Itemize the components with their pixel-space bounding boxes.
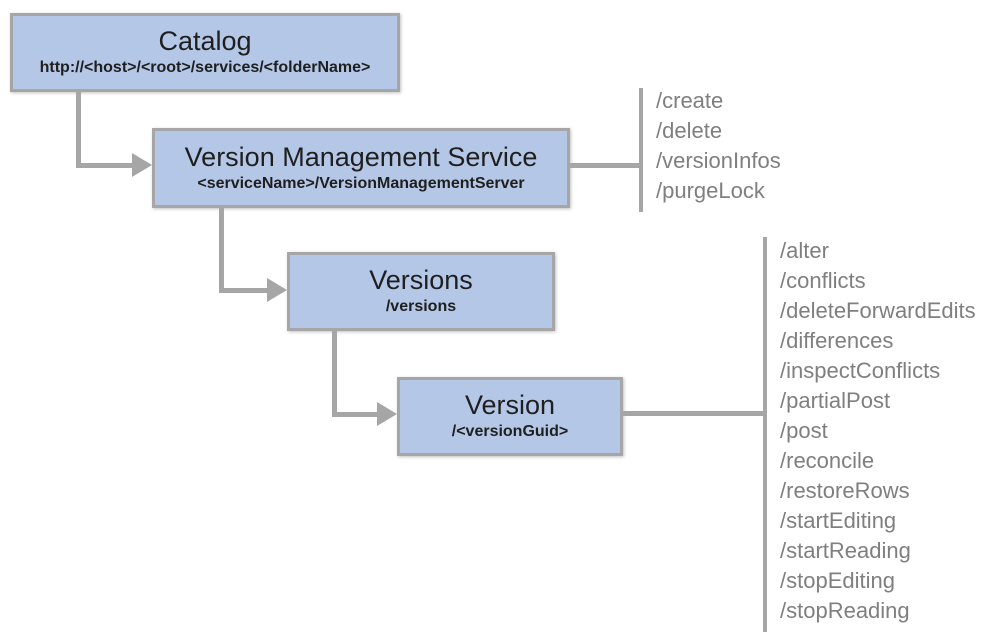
connector-vms-to-endpoints [568, 163, 641, 168]
arrowhead-right-icon [267, 278, 287, 302]
node-versions: Versions /versions [287, 252, 555, 331]
node-vms-title: Version Management Service [184, 141, 538, 172]
endpoint-item: /stopReading [780, 598, 910, 623]
node-vms-subtitle: <serviceName>/VersionManagementServer [197, 174, 525, 192]
node-versions-subtitle: /versions [385, 298, 457, 316]
connector-catalog-to-vms-horizontal [76, 163, 134, 168]
arrowhead-right-icon [377, 402, 397, 426]
node-versions-title: Versions [369, 265, 473, 296]
endpoint-item: /alter [780, 238, 829, 263]
endpoint-item: /conflicts [780, 268, 866, 293]
endpoint-list-version: /alter/conflicts/deleteForwardEdits/diff… [780, 236, 976, 626]
endpoint-item: /delete [656, 118, 723, 143]
node-version-management-service: Version Management Service <serviceName>… [152, 128, 570, 208]
endpoint-item: /reconcile [780, 448, 875, 473]
endpoint-item: /differences [780, 328, 894, 353]
endpoint-item: /inspectConflicts [780, 358, 941, 383]
node-version-subtitle: /<versionGuid> [451, 423, 569, 441]
endpoint-item: /restoreRows [780, 478, 910, 503]
connector-vms-to-versions-horizontal [219, 288, 269, 293]
node-catalog-title: Catalog [158, 26, 252, 57]
arrowhead-right-icon [132, 153, 152, 177]
endpoint-item: /deleteForwardEdits [780, 298, 976, 323]
endpoint-item: /purgeLock [656, 178, 765, 203]
endpoint-list-rule-version [763, 237, 767, 632]
endpoint-item: /startReading [780, 538, 911, 563]
node-version: Version /<versionGuid> [397, 377, 623, 456]
node-catalog: Catalog http://<host>/<root>/services/<f… [10, 13, 400, 92]
connector-catalog-to-vms-vertical [76, 92, 81, 168]
endpoint-item: /post [780, 418, 828, 443]
node-version-title: Version [464, 390, 556, 421]
endpoint-list-rule-vms [639, 88, 643, 212]
endpoint-item: /startEditing [780, 508, 897, 533]
endpoint-item: /partialPost [780, 388, 891, 413]
endpoint-item: /stopEditing [780, 568, 895, 593]
endpoint-item: /versionInfos [656, 148, 781, 173]
connector-versions-to-version-horizontal [332, 412, 378, 417]
connector-vms-to-versions-vertical [219, 206, 224, 293]
connector-version-to-endpoints [621, 411, 765, 416]
connector-versions-to-version-vertical [332, 329, 337, 417]
node-catalog-subtitle: http://<host>/<root>/services/<folderNam… [39, 59, 371, 77]
endpoint-item: /create [656, 88, 724, 113]
endpoint-list-vms: /create/delete/versionInfos/purgeLock [656, 86, 781, 206]
